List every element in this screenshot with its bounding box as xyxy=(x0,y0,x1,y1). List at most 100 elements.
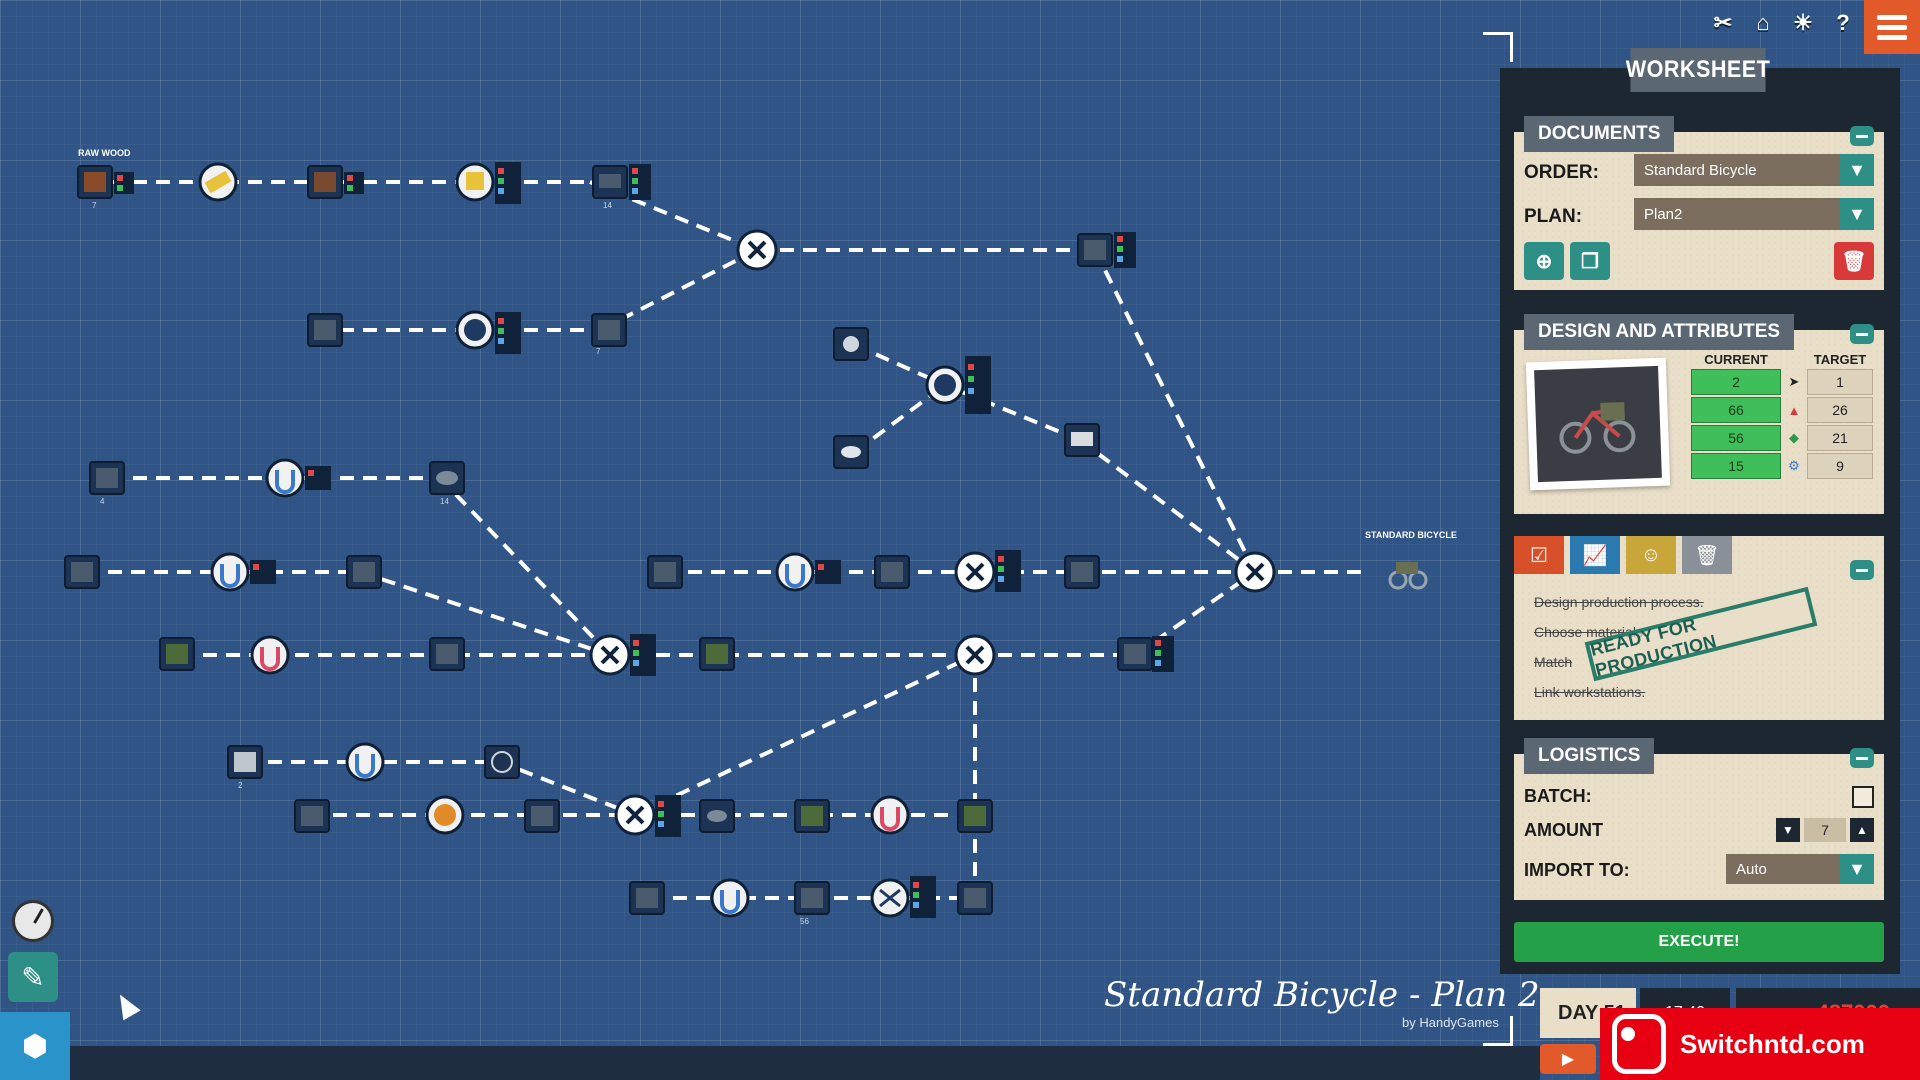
node-plank[interactable] xyxy=(307,165,343,199)
node-handlebar[interactable] xyxy=(1117,637,1153,671)
amount-increase-button[interactable]: ▲ xyxy=(1850,818,1874,842)
node-plate[interactable] xyxy=(346,555,382,589)
chart-icon: 📈 xyxy=(1582,544,1608,567)
chevron-down-icon[interactable]: ▼ xyxy=(1840,854,1874,884)
node-bell[interactable] xyxy=(429,461,465,495)
clock-icon[interactable] xyxy=(12,900,54,942)
node-seat[interactable] xyxy=(1064,423,1100,457)
quality-icon: ▲ xyxy=(1787,402,1801,418)
bulb-icon[interactable]: ☀ xyxy=(1793,10,1813,35)
node-rubber[interactable] xyxy=(833,327,869,361)
workstation-furnace[interactable] xyxy=(425,795,465,835)
order-select[interactable]: Standard Bicycle ▼ xyxy=(1634,154,1874,186)
svg-text:4: 4 xyxy=(100,497,105,506)
workstation-press[interactable] xyxy=(455,162,495,202)
order-label: ORDER: xyxy=(1524,162,1599,183)
assembly-hub-fork[interactable] xyxy=(954,551,996,593)
tab-trash[interactable]: 🗑 xyxy=(1682,536,1732,574)
chevron-down-icon[interactable]: ▼ xyxy=(1840,198,1874,230)
workstation-bender-a[interactable] xyxy=(455,310,495,350)
node-raw-wood[interactable]: RAW WOOD xyxy=(77,148,131,199)
node-paint[interactable] xyxy=(833,435,869,469)
assembly-hub-final[interactable] xyxy=(1234,551,1276,593)
workstation-magnet-e[interactable] xyxy=(870,795,910,835)
workstation-magnet-a[interactable] xyxy=(265,458,305,498)
tasks-collapse-button[interactable] xyxy=(1850,560,1874,580)
tab-workers[interactable]: ☺ xyxy=(1626,536,1676,574)
workstation-magnet-d[interactable] xyxy=(345,742,385,782)
node-tube[interactable] xyxy=(307,313,343,347)
batch-checkbox[interactable] xyxy=(1852,786,1874,808)
new-plan-button[interactable]: ⊕ xyxy=(1524,242,1564,280)
house-icon[interactable]: ⌂ xyxy=(1756,10,1770,35)
bicycle-image xyxy=(1534,365,1662,483)
logistics-collapse-button[interactable] xyxy=(1850,748,1874,768)
node-green-c[interactable] xyxy=(699,637,735,671)
node-sheet-a[interactable] xyxy=(89,461,125,495)
graph-nodes[interactable]: RAW WOOD xyxy=(64,148,1153,915)
workstation-magnet-red[interactable] xyxy=(250,635,290,675)
node-rod[interactable] xyxy=(874,555,910,589)
workstation-welder[interactable] xyxy=(870,878,910,918)
graph-links xyxy=(85,180,1365,900)
output-bicycle[interactable]: STANDARD BICYCLE xyxy=(1365,530,1457,590)
view-3d-button[interactable]: ⬢ xyxy=(0,1012,70,1080)
node-steel[interactable] xyxy=(629,881,665,915)
help-icon[interactable]: ? xyxy=(1836,10,1850,35)
task-item: Link workstations. xyxy=(1534,684,1646,700)
assembly-hub-drive[interactable] xyxy=(954,634,996,676)
workstation-magnet-f[interactable] xyxy=(710,878,750,918)
node-wire[interactable] xyxy=(294,799,330,833)
node-tube-cut[interactable] xyxy=(591,313,627,347)
tools-icon[interactable]: ✂ xyxy=(1713,10,1733,35)
assembly-hubs[interactable] xyxy=(589,229,1276,836)
amount-decrease-button[interactable]: ▼ xyxy=(1776,818,1800,842)
menu-button[interactable] xyxy=(1864,0,1920,54)
node-spoke[interactable] xyxy=(794,881,830,915)
target-header: TARGET xyxy=(1813,352,1867,367)
tab-stats[interactable]: 📈 xyxy=(1570,536,1620,574)
notes-button[interactable]: ✎ xyxy=(8,952,58,1002)
tab-tasks[interactable]: ☑ xyxy=(1514,536,1564,574)
import-select[interactable]: Auto ▼ xyxy=(1726,854,1874,884)
node-stats xyxy=(114,162,1174,918)
delete-plan-button[interactable]: 🗑 xyxy=(1834,242,1874,280)
assembly-hub-frame[interactable] xyxy=(736,229,778,271)
workstation-saw[interactable] xyxy=(198,162,238,202)
workstation-magnet-b[interactable] xyxy=(210,552,250,592)
plan-title: Standard Bicycle - Plan 2 xyxy=(1104,975,1540,1015)
node-green-d[interactable] xyxy=(794,799,830,833)
node-chain[interactable] xyxy=(699,799,735,833)
current-header: CURRENT xyxy=(1704,352,1768,367)
design-collapse-button[interactable] xyxy=(1850,324,1874,344)
amount-value[interactable]: 7 xyxy=(1804,818,1846,842)
assembly-hub-wheel[interactable] xyxy=(614,794,656,836)
play-button[interactable]: ▶ xyxy=(1540,1044,1596,1074)
node-green-b[interactable] xyxy=(429,637,465,671)
documents-collapse-button[interactable] xyxy=(1850,126,1874,146)
copy-plan-button[interactable]: ❐ xyxy=(1570,242,1610,280)
execute-button[interactable]: EXECUTE! xyxy=(1514,922,1884,962)
node-sheet-c[interactable] xyxy=(647,555,683,589)
node-frame[interactable] xyxy=(1077,233,1113,267)
node-sheet-b[interactable] xyxy=(64,555,100,589)
node-gear[interactable] xyxy=(524,799,560,833)
order-value: Standard Bicycle xyxy=(1644,161,1757,179)
chevron-down-icon[interactable]: ▼ xyxy=(1840,154,1874,186)
node-fork[interactable] xyxy=(1064,555,1100,589)
node-pedal[interactable] xyxy=(957,799,993,833)
plan-select[interactable]: Plan2 ▼ xyxy=(1634,198,1874,230)
workstation-magnet-c[interactable] xyxy=(775,552,815,592)
node-block[interactable] xyxy=(227,745,263,779)
watermark: Switchntd.com xyxy=(1600,1008,1920,1080)
workstations[interactable] xyxy=(198,162,965,918)
node-brake[interactable] xyxy=(957,881,993,915)
tasks-section: ☑ 📈 ☺ 🗑 Design production process. Choos… xyxy=(1514,536,1884,720)
node-green-a[interactable] xyxy=(159,637,195,671)
workstation-paint[interactable] xyxy=(925,365,965,405)
node-frame-part[interactable] xyxy=(592,165,628,199)
assembly-hub-mid[interactable] xyxy=(589,634,631,676)
worksheet-title: WORKSHEET xyxy=(1626,48,1770,92)
node-wheel[interactable] xyxy=(484,745,520,779)
